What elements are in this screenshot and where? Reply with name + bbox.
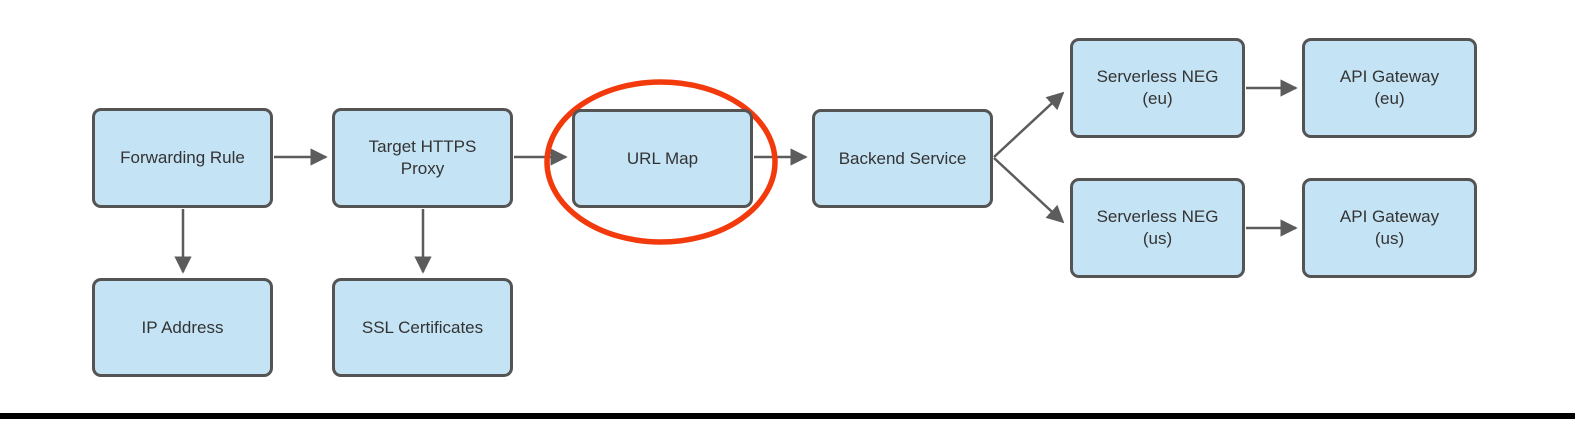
- node-forwarding-rule: Forwarding Rule: [92, 108, 273, 208]
- node-target-https-proxy: Target HTTPS Proxy: [332, 108, 513, 208]
- node-ssl-certificates: SSL Certificates: [332, 278, 513, 377]
- node-serverless-neg-eu: Serverless NEG (eu): [1070, 38, 1245, 138]
- node-url-map: URL Map: [572, 109, 753, 208]
- node-label: Forwarding Rule: [120, 148, 245, 167]
- node-serverless-neg-us: Serverless NEG (us): [1070, 178, 1245, 278]
- node-ip-address: IP Address: [92, 278, 273, 377]
- edge-backend-service-to-serverless-neg-us: [993, 157, 1065, 224]
- node-label: Target HTTPS Proxy: [368, 137, 477, 178]
- bottom-window-edge-bar: [0, 413, 1575, 419]
- node-api-gateway-us: API Gateway (us): [1302, 178, 1477, 278]
- edge-backend-service-to-serverless-neg-eu: [993, 91, 1065, 158]
- node-backend-service: Backend Service: [812, 109, 993, 208]
- node-label: Serverless NEG (eu): [1096, 67, 1219, 108]
- node-label: API Gateway (eu): [1339, 67, 1440, 108]
- node-label: SSL Certificates: [361, 317, 484, 337]
- node-label: Serverless NEG (us): [1096, 207, 1219, 248]
- node-label: URL Map: [626, 148, 699, 168]
- node-label: Backend Service: [838, 148, 967, 168]
- node-api-gateway-eu: API Gateway (eu): [1302, 38, 1477, 138]
- node-label: API Gateway (us): [1339, 207, 1440, 248]
- node-label: IP Address: [141, 317, 224, 337]
